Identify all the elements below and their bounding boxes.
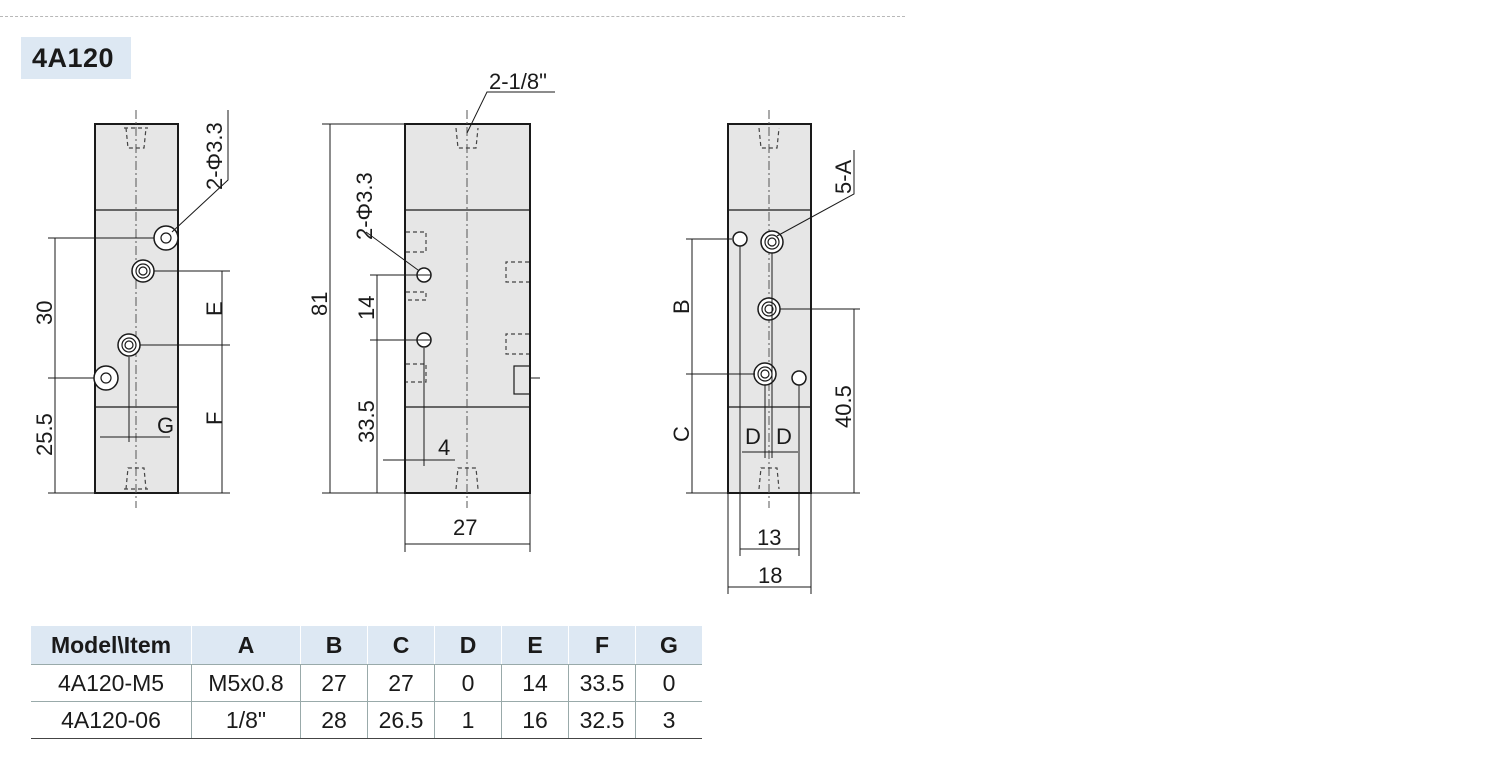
back-port-3-core bbox=[760, 369, 770, 379]
cell-e: 16 bbox=[501, 701, 569, 739]
table-row: 4A120-M5 M5x0.8 27 27 0 14 33.5 0 bbox=[31, 664, 702, 702]
header-model-item: Model\Item bbox=[31, 626, 192, 665]
header-e: E bbox=[501, 626, 569, 665]
back-dim-d-left: D bbox=[745, 424, 761, 449]
front-mount-hole-top-inner bbox=[160, 232, 172, 244]
cell-b: 27 bbox=[300, 664, 368, 702]
side-hole-leader bbox=[365, 231, 419, 271]
front-port-lower bbox=[117, 333, 141, 357]
side-hidden-passage-1 bbox=[406, 231, 427, 253]
cell-f: 33.5 bbox=[568, 664, 636, 702]
front-mount-hole-bottom-inner bbox=[100, 372, 112, 384]
cell-f: 32.5 bbox=[568, 701, 636, 739]
front-hidden-port-top bbox=[124, 127, 148, 149]
front-hole-leader bbox=[171, 110, 229, 233]
back-port-1-core bbox=[767, 237, 777, 247]
front-view: 2-Φ3.3 30 25.5 E F G bbox=[32, 110, 230, 508]
front-port-lower-core bbox=[124, 340, 134, 350]
back-dim-13: 13 bbox=[757, 525, 781, 550]
back-port-2-core bbox=[764, 304, 774, 314]
cell-b: 28 bbox=[300, 701, 368, 739]
back-port-1-ring bbox=[764, 234, 780, 250]
cell-e: 14 bbox=[501, 664, 569, 702]
top-dashed-rule bbox=[0, 16, 905, 17]
back-dim-40-5: 40.5 bbox=[831, 385, 856, 428]
cell-a: 1/8" bbox=[191, 701, 301, 739]
header-a: A bbox=[191, 626, 301, 665]
model-title: 4A120 bbox=[21, 37, 131, 79]
front-dim-30: 30 bbox=[32, 301, 57, 325]
header-d: D bbox=[434, 626, 502, 665]
cell-d: 1 bbox=[434, 701, 502, 739]
cell-c: 27 bbox=[367, 664, 435, 702]
front-port-upper bbox=[131, 259, 155, 283]
header-f: F bbox=[568, 626, 636, 665]
cell-model: 4A120-06 bbox=[31, 701, 192, 739]
side-hole-label: 2-Φ3.3 bbox=[352, 172, 377, 240]
back-view: 5-A B C 40.5 D D 13 18 bbox=[669, 110, 860, 594]
side-port-label: 2-1/8" bbox=[489, 69, 547, 94]
front-dim-e: E bbox=[202, 301, 227, 316]
front-dim-g: G bbox=[157, 413, 174, 438]
header-c: C bbox=[367, 626, 435, 665]
side-dim-27: 27 bbox=[453, 515, 477, 540]
back-port-3 bbox=[753, 362, 777, 386]
spec-table-header-row: Model\Item A B C D E F G bbox=[31, 626, 702, 665]
table-row: 4A120-06 1/8" 28 26.5 1 16 32.5 3 bbox=[31, 701, 702, 739]
front-mount-hole-bottom bbox=[93, 365, 119, 391]
front-port-lower-ring bbox=[121, 337, 137, 353]
back-dim-b: B bbox=[669, 299, 694, 314]
cell-g: 0 bbox=[635, 664, 702, 702]
back-port-leader bbox=[776, 150, 855, 237]
front-hole-label: 2-Φ3.3 bbox=[202, 122, 227, 190]
front-port-upper-core bbox=[138, 266, 148, 276]
side-dim-14: 14 bbox=[354, 296, 379, 320]
header-g: G bbox=[635, 626, 702, 665]
side-view: 2-1/8" 2-Φ3.3 81 14 33.5 4 27 bbox=[307, 69, 555, 552]
cell-model: 4A120-M5 bbox=[31, 664, 192, 702]
side-hidden-port-bottom bbox=[455, 467, 479, 490]
side-hidden-port-top bbox=[455, 127, 479, 149]
back-port-2-ring bbox=[761, 301, 777, 317]
back-hidden-port-bottom bbox=[758, 467, 780, 490]
back-port-label: 5-A bbox=[831, 159, 856, 194]
side-hidden-passage-3 bbox=[406, 363, 427, 383]
side-hidden-passage-2 bbox=[406, 291, 427, 301]
front-dim-f: F bbox=[202, 412, 227, 425]
spec-table: Model\Item A B C D E F G 4A120-M5 M5x0.8… bbox=[31, 626, 702, 739]
back-dim-c: C bbox=[669, 426, 694, 442]
cell-c: 26.5 bbox=[367, 701, 435, 739]
back-port-2 bbox=[757, 297, 781, 321]
back-small-hole-top bbox=[732, 231, 748, 247]
cell-d: 0 bbox=[434, 664, 502, 702]
back-small-hole-bottom bbox=[791, 370, 807, 386]
side-dim-4: 4 bbox=[438, 435, 450, 460]
side-pilot-plug bbox=[513, 365, 531, 395]
front-port-upper-ring bbox=[135, 263, 151, 279]
side-port-leader bbox=[466, 91, 555, 134]
side-dim-81: 81 bbox=[307, 292, 332, 316]
front-hidden-port-bottom bbox=[124, 467, 148, 490]
cell-g: 3 bbox=[635, 701, 702, 739]
cell-a: M5x0.8 bbox=[191, 664, 301, 702]
header-b: B bbox=[300, 626, 368, 665]
back-dim-d-right: D bbox=[776, 424, 792, 449]
front-dim-25-5: 25.5 bbox=[32, 413, 57, 456]
back-dim-18: 18 bbox=[758, 563, 782, 588]
back-hidden-port-top bbox=[758, 127, 780, 149]
side-dim-33-5: 33.5 bbox=[354, 400, 379, 443]
